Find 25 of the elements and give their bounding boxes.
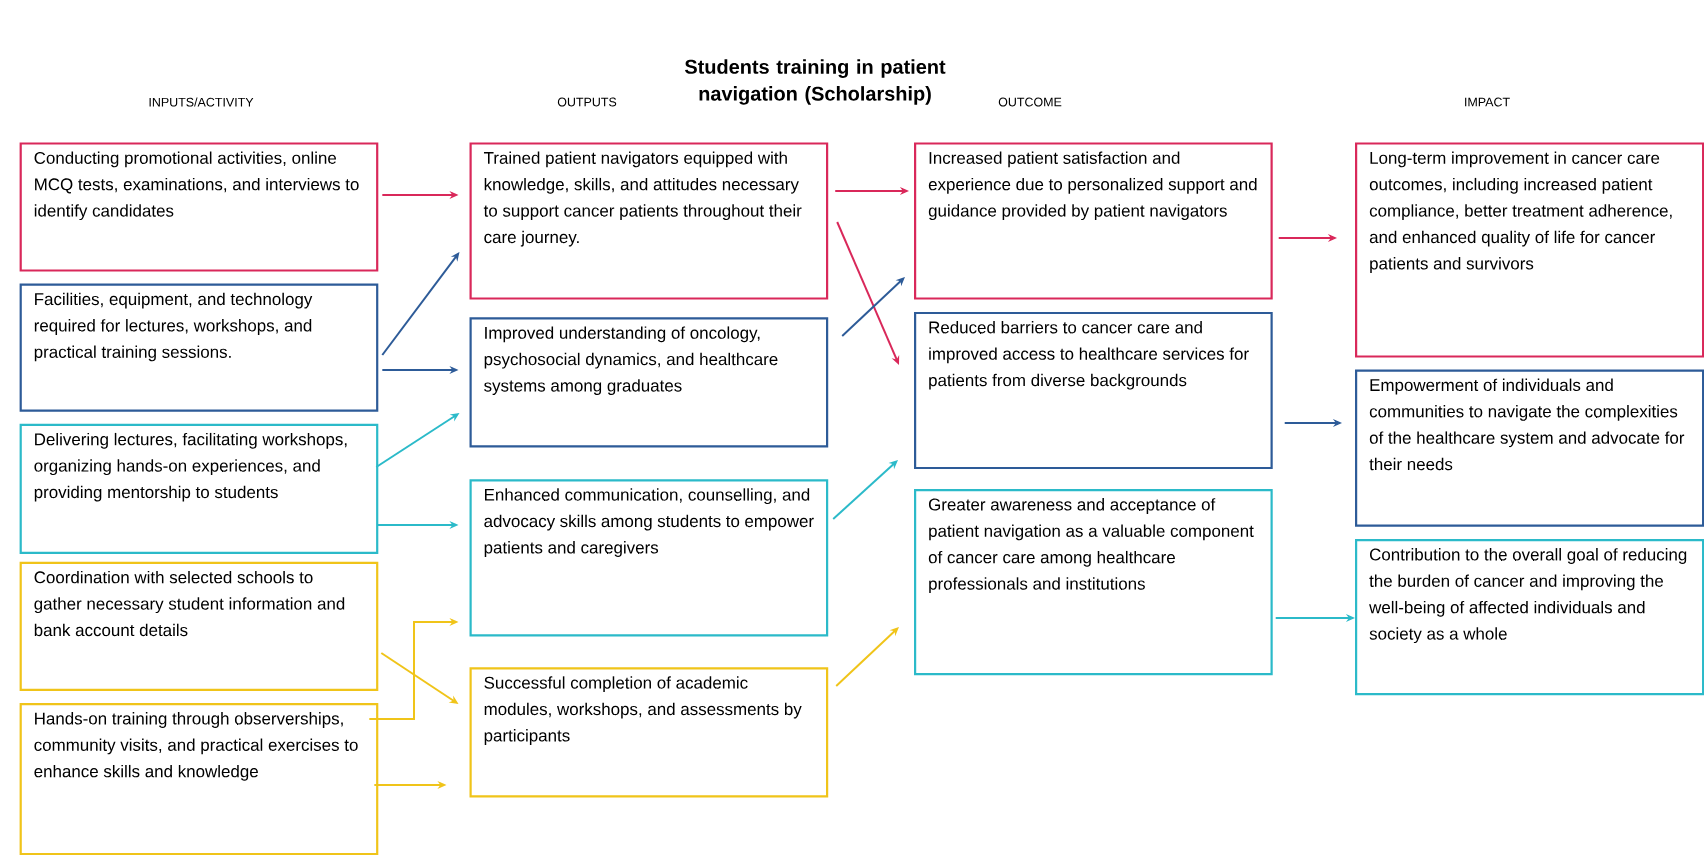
- text-box: Long-term improvement in cancer care outcomes, including increased patient compliance, better treatment adherence, and enhanced quality of life for cancer patients and survivors: [1355, 142, 1704, 358]
- text-box: Hands-on training through observerships, community visits, and practical exercises to enhance skills and knowledge: [19, 703, 379, 855]
- arrow: [832, 460, 898, 520]
- column-header: OUTPUTS: [557, 97, 617, 107]
- text-box: Empowerment of individuals and communities to navigate the complexities of the healthcare system and advocate for their needs: [1355, 369, 1704, 527]
- text-box: Improved understanding of oncology, psychosocial dynamics, and healthcare systems among graduates: [469, 317, 829, 448]
- text-box: Facilities, equipment, and technology required for lectures, workshops, and practical training sessions.: [19, 283, 379, 412]
- text-box: Contribution to the overall goal of reducing the burden of cancer and improving the well-being of affected individuals and society as a whole: [1355, 539, 1704, 696]
- text-box: Trained patient navigators equipped with knowledge, skills, and attitudes necessary to support cancer patients throughout their care journey.: [469, 142, 829, 300]
- arrow: [381, 252, 460, 356]
- text-box: Coordination with selected schools to gather necessary student information and bank account details: [19, 561, 379, 691]
- text-box: Greater awareness and acceptance of patient navigation as a valuable component of cancer care among healthcare professionals and institutions: [914, 489, 1273, 676]
- arrow: [841, 277, 905, 337]
- column-header: IMPACT: [1465, 97, 1510, 107]
- text-box: Conducting promotional activities, online MCQ tests, examinations, and interviews to identify candidates: [19, 142, 379, 272]
- text-box: Increased patient satisfaction and experience due to personalized support and guidance provided by patient navigators: [914, 142, 1273, 300]
- arrow: [835, 627, 899, 687]
- title: Students training in patient navigation (Scholarship): [684, 59, 946, 105]
- arrow: [836, 221, 900, 365]
- text-box: Successful completion of academic modules, workshops, and assessments by participants: [469, 667, 829, 798]
- column-header: OUTCOME: [998, 97, 1062, 107]
- column-header: INPUTS/ACTIVITY: [149, 97, 254, 107]
- text-box: Delivering lectures, facilitating workshops, organizing hands-on experiences, and providing mentorship to students: [19, 423, 379, 554]
- text-box: Reduced barriers to cancer care and improved access to healthcare services for patients from diverse backgrounds: [914, 311, 1273, 470]
- text-box: Enhanced communication, counselling, and advocacy skills among students to empower patients and caregivers: [469, 479, 829, 637]
